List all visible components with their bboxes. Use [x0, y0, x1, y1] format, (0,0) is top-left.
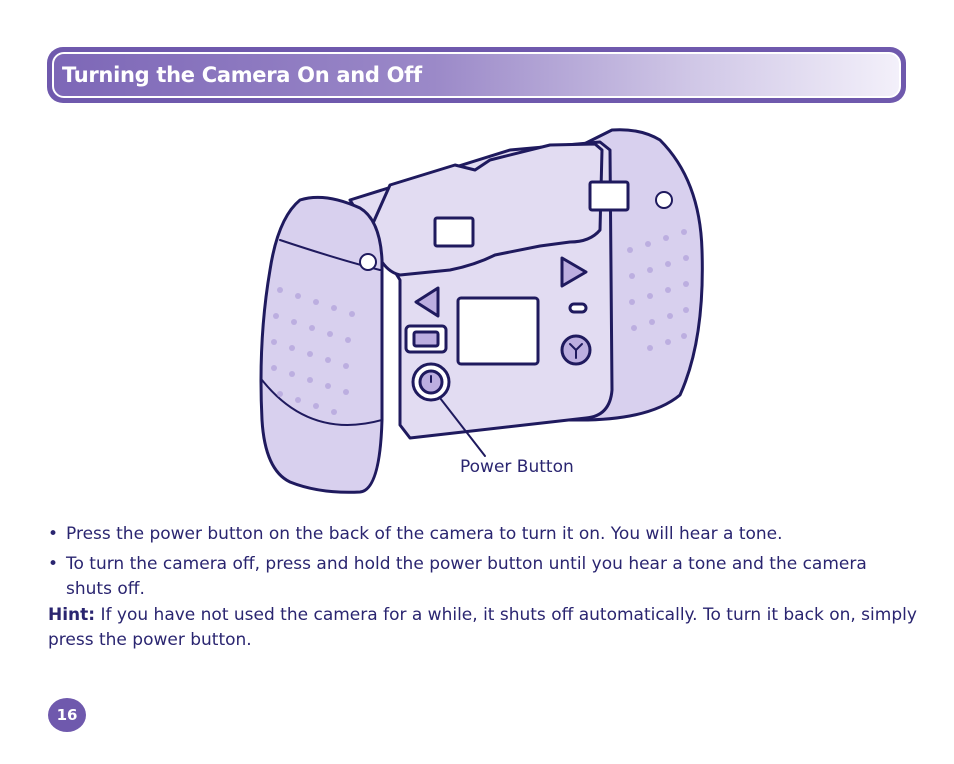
section-title: Turning the Camera On and Off: [62, 63, 422, 87]
instruction-text: Press the power button on the back of th…: [66, 524, 783, 544]
status-led: [568, 302, 588, 314]
lcd-screen: [456, 296, 540, 366]
viewfinder-right: [588, 180, 630, 212]
hint-text: If you have not used the camera for a wh…: [48, 605, 917, 650]
instruction-item: • To turn the camera off, press and hold…: [48, 552, 918, 602]
callout-line: [439, 397, 486, 457]
bullet-marker: •: [48, 524, 59, 544]
left-arrow-button: [414, 286, 440, 318]
power-button-callout: Power Button: [460, 457, 574, 477]
viewfinder-left: [433, 216, 475, 248]
bullet-marker: •: [48, 554, 59, 574]
hint-label: Hint:: [48, 605, 96, 625]
viewfinder-hump: [368, 142, 604, 277]
instruction-item: • Press the power button on the back of …: [48, 522, 918, 547]
instruction-list: • Press the power button on the back of …: [48, 522, 918, 607]
page-number-badge: 16: [48, 698, 86, 732]
section-title-inner: Turning the Camera On and Off: [52, 52, 901, 98]
left-grip: [259, 195, 384, 494]
right-arrow-button: [560, 256, 588, 288]
hint-paragraph: Hint: If you have not used the camera fo…: [48, 603, 918, 653]
camera-back-illustration: [259, 128, 704, 494]
section-title-bar: Turning the Camera On and Off: [47, 47, 906, 103]
instruction-text: To turn the camera off, press and hold t…: [66, 554, 867, 599]
